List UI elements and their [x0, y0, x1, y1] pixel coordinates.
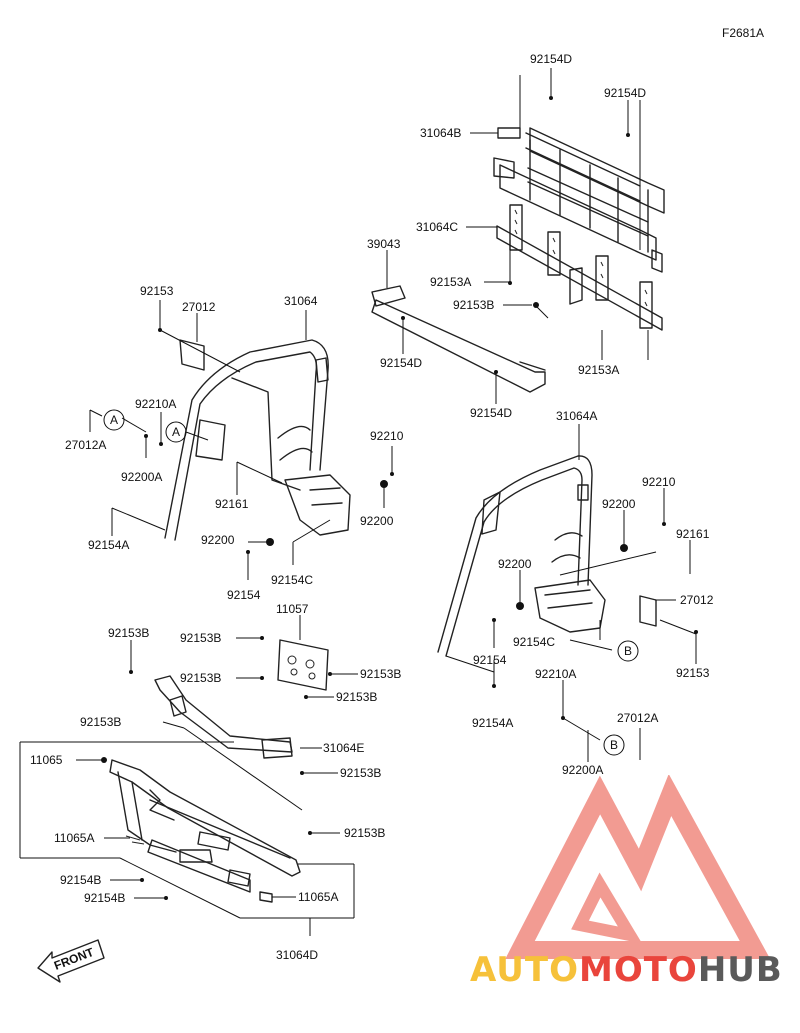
part-label: 92154B: [84, 891, 125, 905]
front-brace-drawing: [154, 675, 293, 759]
callout-b-bottom: B: [610, 738, 618, 752]
part-label: 92153B: [453, 298, 494, 312]
part-label: 92161: [676, 527, 710, 541]
cross-bar-drawing: [371, 285, 546, 393]
part-label: 31064: [284, 294, 318, 308]
part-label: 31064E: [323, 741, 364, 755]
part-label: 92154A: [88, 538, 129, 552]
rear-grill-drawing: [493, 127, 665, 273]
right-roll-bar-drawing: [437, 455, 657, 657]
part-label: 92153: [140, 284, 174, 298]
left-roll-bar-drawing: [164, 339, 351, 541]
watermark-part3: HUB: [697, 950, 783, 990]
part-label: 11057: [276, 602, 309, 616]
callout-markers: A A B B: [103, 409, 639, 756]
part-label: 92154: [473, 653, 507, 667]
part-label: 92154D: [604, 86, 646, 100]
front-arrow-icon: FRONT: [37, 939, 105, 983]
callout-a-left: A: [110, 413, 118, 427]
part-label: 11065: [30, 753, 63, 767]
part-label: 92154C: [513, 635, 555, 649]
part-label: 92154: [227, 588, 261, 602]
part-label: 92153A: [578, 363, 619, 377]
part-label: 27012: [182, 300, 216, 314]
watermark-part2: MOTO: [578, 950, 698, 990]
part-label: 92153B: [360, 667, 401, 681]
part-label: 27012A: [65, 438, 106, 452]
part-label: 31064D: [276, 948, 318, 962]
callout-a-right: A: [172, 425, 180, 439]
watermark-text: AUTOMOTOHUB: [470, 950, 800, 990]
part-label: 92153: [676, 666, 710, 680]
callout-b-top: B: [624, 644, 632, 658]
part-label: 92200: [201, 533, 235, 547]
screen-bar-drawing: [496, 204, 663, 331]
part-label: 27012A: [617, 711, 658, 725]
part-label: 92153B: [180, 671, 221, 685]
part-label: 92153B: [180, 631, 221, 645]
part-label: 92154D: [530, 52, 572, 66]
part-label: 92210: [370, 429, 404, 443]
part-label: 92161: [215, 497, 249, 511]
part-label: 92154A: [472, 716, 513, 730]
part-label: 92200: [498, 557, 532, 571]
part-label: 27012: [680, 593, 714, 607]
center-bracket-drawing: [277, 639, 329, 691]
part-label: 92210A: [135, 397, 176, 411]
part-label: 92200: [602, 497, 636, 511]
part-label: 31064B: [420, 126, 461, 140]
part-label: 31064C: [416, 220, 458, 234]
part-label: 31064A: [556, 409, 597, 423]
front-bumper-drawing: [109, 759, 301, 903]
part-label: 11065A: [54, 831, 94, 845]
figure-code: F2681A: [722, 26, 764, 40]
part-label: 92210A: [535, 667, 576, 681]
watermark-logo-icon: [505, 775, 771, 959]
part-label: 92200A: [121, 470, 162, 484]
part-label: 92210: [642, 475, 676, 489]
part-label: 92200: [360, 514, 394, 528]
leader-lines: [19, 68, 697, 936]
part-label: 92153A: [430, 275, 471, 289]
part-labels: 92154D 92154D 31064B 31064C 39043 92153A…: [30, 52, 714, 962]
part-label: 92153B: [344, 826, 385, 840]
part-label: 92153B: [108, 626, 149, 640]
part-label: 92154B: [60, 873, 101, 887]
part-label: 92154D: [470, 406, 512, 420]
part-label: 92153B: [80, 715, 121, 729]
part-label: 92154C: [271, 573, 313, 587]
part-label: 92154D: [380, 356, 422, 370]
watermark-part1: AUTO: [470, 950, 579, 990]
fastener-dots: [101, 96, 698, 900]
part-label: 92200A: [562, 763, 603, 777]
part-label: 39043: [367, 237, 401, 251]
part-label: 11065A: [298, 890, 338, 904]
part-label: 92153B: [340, 766, 381, 780]
part-label: 92153B: [336, 690, 377, 704]
